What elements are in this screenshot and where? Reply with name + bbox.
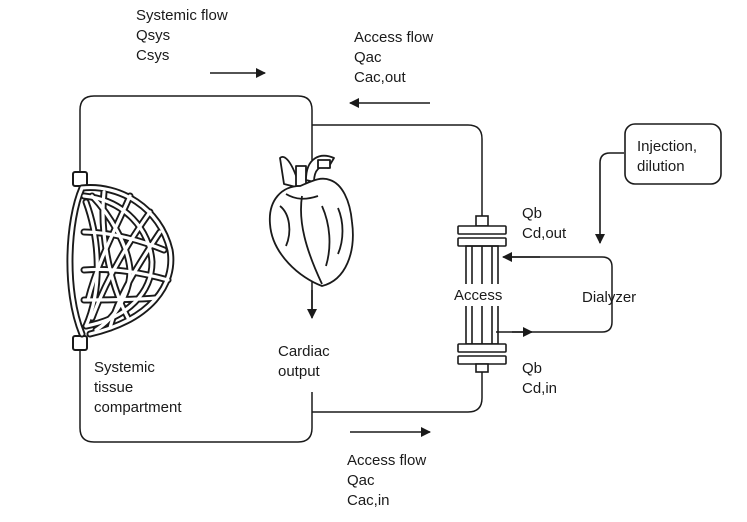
- access-label: Access: [454, 287, 502, 304]
- dialyzer-loop-line: [512, 256, 613, 333]
- access-bottom-line: [312, 368, 483, 413]
- circuit-top-line: [79, 95, 313, 180]
- injection-box: [624, 123, 722, 185]
- injection-label: Injection,dilution: [637, 138, 697, 175]
- heart-icon: [269, 154, 354, 287]
- injection-arrow: [595, 152, 624, 244]
- circuit-left-line: [79, 348, 313, 443]
- dialyzer-cartridge-icon: [457, 215, 507, 373]
- access-top-line: [312, 124, 483, 220]
- capillary-bed-icon: [66, 171, 175, 351]
- dialyzer-label: Dialyzer: [582, 289, 636, 306]
